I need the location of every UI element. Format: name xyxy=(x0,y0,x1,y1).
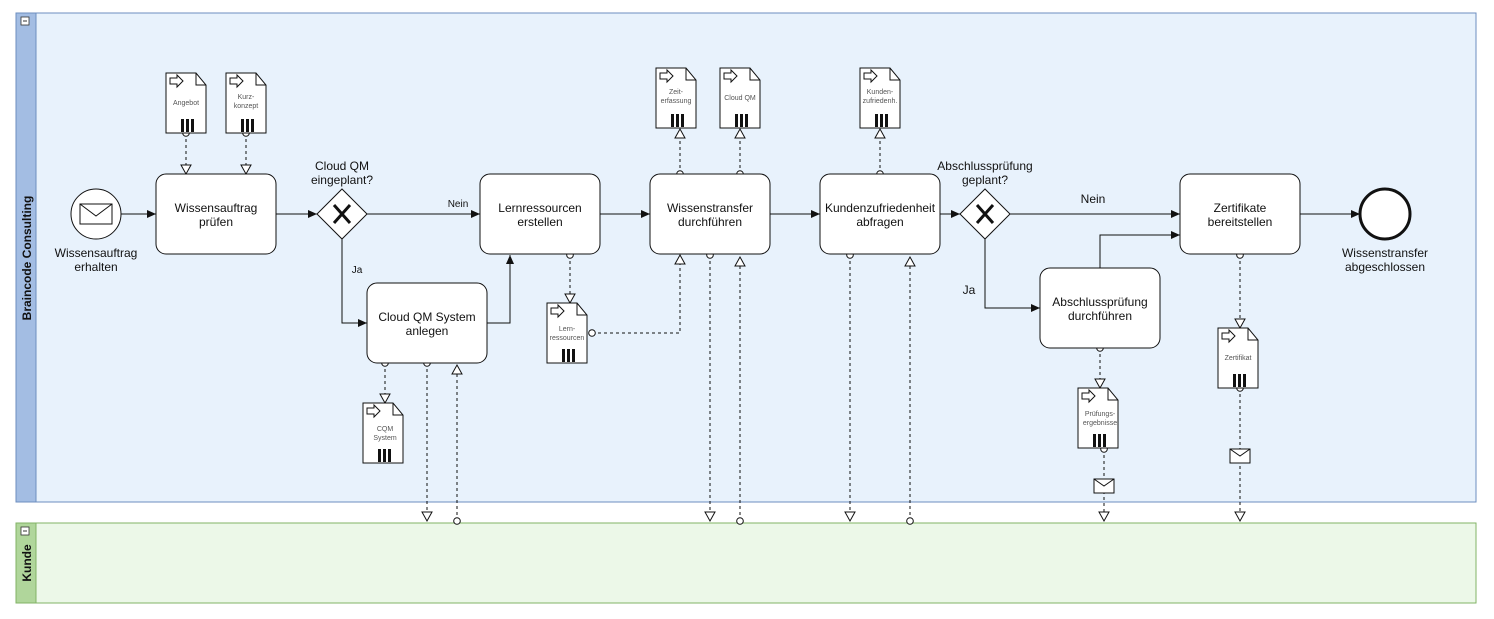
task-label: Zertifikate xyxy=(1214,201,1267,215)
gateway-label: eingeplant? xyxy=(311,173,373,187)
start-event[interactable]: Wissensauftrag erhalten xyxy=(55,188,138,274)
data-associations xyxy=(180,127,1246,405)
data-object-cqm-system[interactable]: CQM System xyxy=(362,402,404,464)
data-object-icon xyxy=(546,302,588,364)
flow-label-ja: Ja xyxy=(352,265,363,276)
data-object-lernressourcen[interactable]: Lern- ressourcen xyxy=(546,302,588,364)
data-object-label: Zeit- xyxy=(669,89,684,96)
data-object-label: Prüfungs- xyxy=(1085,411,1116,418)
message-envelope-icon xyxy=(1229,448,1251,464)
data-object-zertifikat[interactable]: Zertifikat xyxy=(1217,327,1259,389)
exclusive-gateway-x-icon xyxy=(975,204,995,224)
data-object-label: zufriedenh. xyxy=(863,98,898,105)
flow-label-nein: Nein xyxy=(448,199,469,210)
task-zertifikate-bereitstellen[interactable]: Zertifikate bereitstellen xyxy=(1179,173,1301,255)
data-object-icon xyxy=(1077,387,1119,449)
gateway-label: geplant? xyxy=(962,173,1008,187)
task-label: Wissensauftrag xyxy=(175,201,258,215)
exclusive-gateway-x-icon xyxy=(332,204,352,224)
data-object-label: Lern- xyxy=(559,326,576,333)
task-wissensauftrag-pruefen[interactable]: Wissensauftrag prüfen xyxy=(155,173,277,255)
data-object-icon xyxy=(362,402,404,464)
task-label: anlegen xyxy=(406,324,449,338)
task-lernressourcen-erstellen[interactable]: Lernressourcen erstellen xyxy=(479,173,601,255)
envelope-icon xyxy=(79,203,113,225)
task-label: durchführen xyxy=(678,215,742,229)
task-label: Wissenstransfer xyxy=(667,201,753,215)
task-label: erstellen xyxy=(517,215,562,229)
data-object-label: ergebnisse xyxy=(1083,420,1117,427)
data-object-label: Angebot xyxy=(173,100,199,107)
pool-label-customer: Kunde xyxy=(20,544,34,582)
data-object-cloud-qm[interactable]: Cloud QM xyxy=(719,67,761,129)
pool-kunde: Kunde xyxy=(15,522,1477,604)
task-wissenstransfer-durchfuehren[interactable]: Wissenstransfer durchführen xyxy=(649,173,771,255)
data-object-label: ressourcen xyxy=(550,335,585,342)
task-label: Kundenzufriedenheit xyxy=(825,201,936,215)
message-envelope-icon xyxy=(1093,478,1115,494)
data-object-angebot[interactable]: Angebot xyxy=(165,72,207,134)
task-label: bereitstellen xyxy=(1208,215,1273,229)
data-object-label: Cloud QM xyxy=(724,95,756,102)
task-label: abfragen xyxy=(856,215,903,229)
task-cloud-qm-anlegen[interactable]: Cloud QM System anlegen xyxy=(366,282,488,364)
task-label: Lernressourcen xyxy=(498,201,581,215)
data-object-label: Kurz- xyxy=(238,94,255,101)
end-event-label: Wissenstransfer xyxy=(1342,246,1428,260)
data-object-label: Zertifikat xyxy=(1225,355,1252,362)
task-abschlusspruefung-durchfuehren[interactable]: Abschlussprüfung durchführen xyxy=(1039,267,1161,349)
end-event-label: abgeschlossen xyxy=(1345,260,1425,274)
task-label: Cloud QM System xyxy=(378,310,475,324)
data-object-label: CQM xyxy=(377,426,394,433)
task-label: durchführen xyxy=(1068,309,1132,323)
data-object-label: erfassung xyxy=(661,98,692,105)
data-object-zeiterfassung[interactable]: Zeit- erfassung xyxy=(655,67,697,129)
gateway-abschluss[interactable]: Abschlussprüfung geplant? xyxy=(937,159,1033,240)
gateway-cloud-qm[interactable]: Cloud QM eingeplant? xyxy=(311,159,373,240)
data-object-kurzkonzept[interactable]: Kurz- konzept xyxy=(225,72,267,134)
data-object-label: System xyxy=(373,435,397,442)
pool-label-company: Braincode Consulting xyxy=(20,196,34,321)
task-label: prüfen xyxy=(199,215,233,229)
start-event-label: Wissensauftrag xyxy=(55,246,138,260)
data-object-kundenzufriedenheit[interactable]: Kunden- zufriedenh. xyxy=(859,67,901,129)
task-label: Abschlussprüfung xyxy=(1052,295,1147,309)
data-object-label: konzept xyxy=(234,103,259,110)
gateway-label: Abschlussprüfung xyxy=(937,159,1032,173)
end-event[interactable]: Wissenstransfer abgeschlossen xyxy=(1342,187,1428,274)
task-kundenzufriedenheit-abfragen[interactable]: Kundenzufriedenheit abfragen xyxy=(819,173,941,255)
flow-label-ja: Ja xyxy=(963,283,976,297)
data-object-pruefungsergebnisse[interactable]: Prüfungs- ergebnisse xyxy=(1077,387,1119,449)
sequence-flows xyxy=(121,210,1360,327)
gateway-label: Cloud QM xyxy=(315,159,369,173)
start-event-label: erhalten xyxy=(74,260,117,274)
flow-label-nein: Nein xyxy=(1081,192,1106,206)
data-object-label: Kunden- xyxy=(867,89,894,96)
